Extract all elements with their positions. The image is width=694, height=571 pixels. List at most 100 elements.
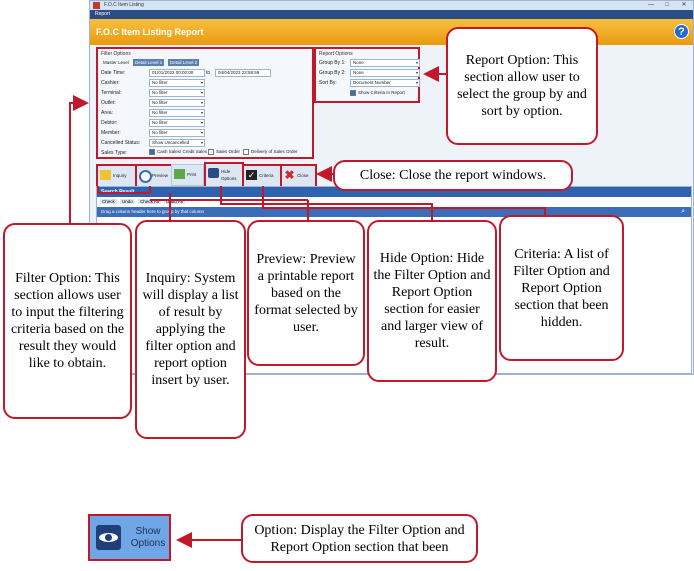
sales-type-delivery[interactable]: Delivery of Sales Order [243,149,298,155]
filter-options-title: Filter Options [101,51,131,57]
menu-report[interactable]: Report [95,11,111,17]
inquiry-label: Inquiry [113,173,127,178]
checkmark-icon: ✓ [246,170,257,180]
date-to-value: 04/04/2023 23:59:59 [218,70,260,75]
terminal-label: Terminal: [101,90,122,96]
cashier-value: No filter [152,80,168,85]
maximize-button[interactable]: □ [665,2,669,8]
print-label: Print [187,172,197,177]
minimize-button[interactable]: — [648,2,654,8]
close-label: Close [297,173,309,178]
folder-icon [100,170,111,180]
search-icon[interactable]: ⌕ [681,208,685,215]
result-tab-check[interactable]: Check [100,199,117,204]
checkbox-icon [149,149,155,155]
chevron-down-icon: ▾ [200,100,203,105]
cancelled-status-value: Show Uncancelled [152,140,190,145]
area-select[interactable]: No filter ▾ [149,109,205,117]
sort-by-select[interactable]: Document Number▾ [350,79,420,87]
printer-icon [174,169,185,179]
callout-preview: Preview: Preview a printable report base… [247,220,365,366]
chevron-down-icon: ▾ [200,80,203,85]
terminal-select[interactable]: No filter▾ [149,89,205,97]
callout-hide-option: Hide Option: Hide the Filter Option and … [367,220,497,382]
sales-type-cash-credit[interactable]: Cash Sales/ Credit Sales [149,149,207,155]
menu-bar: Report [90,10,693,19]
outlet-select[interactable]: No filter ▾ [149,99,205,107]
hide-options-label: Hide Options [221,169,237,181]
callout-criteria: Criteria: A list of Filter Option and Re… [499,215,624,361]
chevron-down-icon: ▾ [200,140,203,145]
show-options-line1: Show [135,526,161,537]
checkbox-icon [243,149,249,155]
date-to-field[interactable]: 04/04/2023 23:59:59 [215,69,271,77]
member-value: No filter [152,130,168,135]
cancelled-status-select[interactable]: Show Uncancelled ▾ [149,139,205,147]
tab-detail-level-2[interactable]: Detail Level 2 [168,59,200,66]
member-label: Member: [101,130,121,136]
group-by-2-select[interactable]: None▾ [350,69,420,77]
checkbox-icon [208,149,214,155]
sales-type-delivery-label: Delivery of Sales Order [251,149,298,155]
member-select[interactable]: No filter ▾ [149,129,205,137]
chevron-down-icon: ▾ [200,110,203,115]
result-tab-strip: Check Undo Check All Undo All [100,198,300,206]
sales-type-cash-credit-label: Cash Sales/ Credit Sales [157,149,208,155]
callout-close: Close: Close the report windows. [333,160,573,191]
help-icon[interactable]: ? [674,24,689,39]
sales-type-label: Sales Type: [101,150,128,156]
tab-detail-level-1[interactable]: Detail Level 1 [133,59,165,66]
show-criteria-label: Show Criteria In Report [358,90,405,96]
result-tab-check-all[interactable]: Check All [138,199,161,204]
result-tab-undo[interactable]: Undo [120,199,135,204]
print-button[interactable]: Print [171,164,204,186]
eye-icon [208,168,219,178]
show-options-label: Show Options [128,526,168,550]
date-from-field[interactable]: 01/01/2022 00:00:00 [149,69,205,77]
terminal-value: No filter [152,90,168,95]
debtor-value: No filter [152,120,168,125]
chevron-down-icon: ▾ [200,130,203,135]
sales-type-sales-order[interactable]: Sales Order [208,149,240,155]
close-icon: ✖ [284,168,295,182]
window-close-button[interactable]: ✕ [681,2,687,8]
callout-report-option: Report Option: This section allow user t… [446,27,598,145]
cashier-select[interactable]: No filter ▾ [149,79,205,87]
filter-options-panel: Filter Options Master Level Detail Level… [96,47,314,159]
area-value: No filter [152,110,168,115]
group-by-1-label: Group By 1: [319,60,346,66]
sales-type-sales-order-label: Sales Order [216,149,241,155]
group-by-2-label: Group By 2: [319,70,346,76]
cashier-label: Cashier: [101,80,120,86]
outlet-label: Outlet: [101,100,116,106]
debtor-label: Debtor: [101,120,118,126]
window-title: F.O.C Item Listing [104,2,144,8]
date-time-label: Date Time: [101,70,126,76]
report-title: F.O.C Item Listing Report [96,27,204,37]
result-tab-undo-all[interactable]: Undo All [164,199,185,204]
chevron-down-icon: ▾ [415,60,418,65]
callout-filter-option: Filter Option: This section allows user … [3,223,132,419]
report-options-panel: Report Options Group By 1: None▾ Group B… [314,47,420,103]
title-bar: F.O.C Item Listing — □ ✕ [90,1,693,10]
chevron-down-icon: ▾ [200,120,203,125]
eye-icon [96,525,121,550]
group-by-area[interactable]: Drag a column header here to group by th… [97,207,691,217]
chevron-down-icon: ▾ [415,80,418,85]
date-from-value: 01/01/2022 00:00:00 [152,70,194,75]
outlet-value: No filter [152,100,168,105]
date-to-label: to [206,70,211,76]
group-by-1-select[interactable]: None▾ [350,59,420,67]
show-options-button[interactable]: Show Options [88,514,171,561]
tab-master-level[interactable]: Master Level [103,60,129,65]
preview-label: Preview [152,173,169,178]
report-options-title: Report Options [319,51,353,57]
callout-inquiry: Inquiry: System will display a list of r… [135,220,246,439]
callout-show-option: Option: Display the Filter Option and Re… [241,514,478,563]
show-criteria-checkbox[interactable]: Show Criteria In Report [350,90,405,96]
criteria-label: Criteria [259,173,274,178]
debtor-select[interactable]: No filter ▾ [149,119,205,127]
checkbox-icon [350,90,356,96]
line-hide-option [220,186,433,220]
